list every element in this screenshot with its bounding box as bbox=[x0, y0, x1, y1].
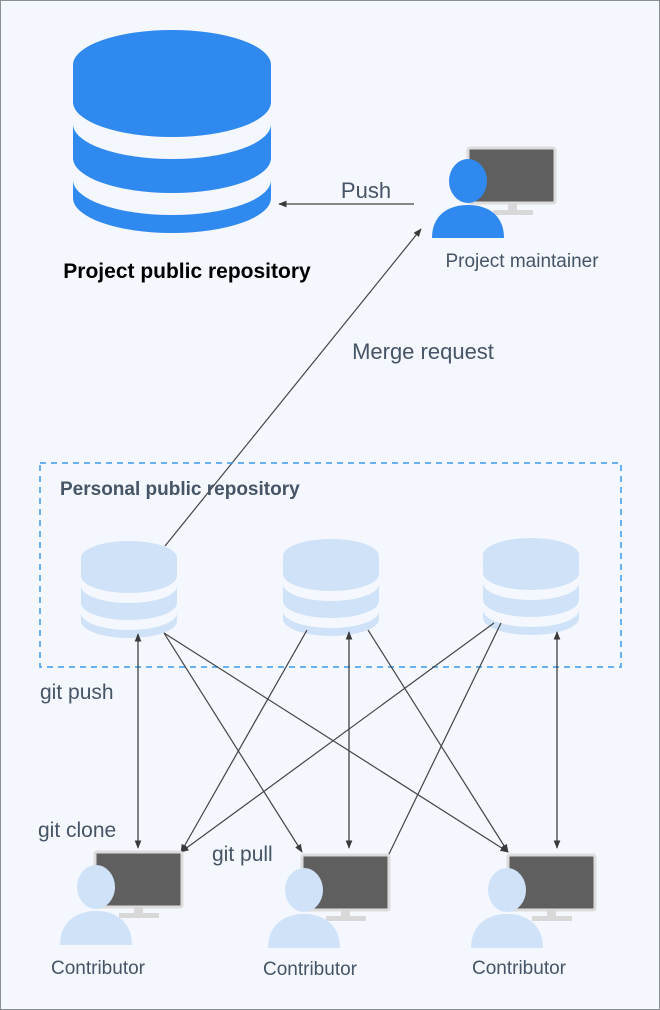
personal-repository-title: Personal public repository bbox=[60, 479, 300, 500]
contributor-computer-icon bbox=[60, 850, 184, 945]
personal-repository-database-icon bbox=[81, 541, 177, 638]
pull-arrow bbox=[180, 629, 308, 853]
git-clone-label: git clone bbox=[38, 819, 116, 842]
personal-repository-database-icon bbox=[483, 538, 579, 635]
pull-line bbox=[387, 622, 502, 857]
merge-request-label: Merge request bbox=[352, 339, 494, 364]
main-repository-database-icon bbox=[73, 30, 271, 233]
git-pull-label: git pull bbox=[212, 843, 273, 866]
merge-request-arrow bbox=[164, 228, 422, 547]
contributor-computer-icon bbox=[268, 853, 391, 948]
maintainer-label: Project maintainer bbox=[445, 251, 599, 272]
contributor-label: Contributor bbox=[263, 959, 358, 980]
contributor-computer-icon bbox=[471, 853, 597, 948]
personal-repository-group bbox=[39, 462, 622, 668]
git-push-label: git push bbox=[40, 681, 114, 704]
maintainer-computer-icon bbox=[432, 146, 557, 238]
pull-arrow bbox=[180, 622, 495, 853]
contributor-label: Contributor bbox=[472, 958, 567, 979]
main-repository-label: Project public repository bbox=[63, 260, 311, 283]
contributor-label: Contributor bbox=[51, 958, 146, 979]
personal-repository-database-icon bbox=[283, 539, 379, 636]
pull-arrow bbox=[367, 629, 509, 853]
pull-arrow bbox=[163, 632, 509, 853]
pull-arrow bbox=[163, 632, 303, 853]
push-label: Push bbox=[341, 178, 391, 203]
